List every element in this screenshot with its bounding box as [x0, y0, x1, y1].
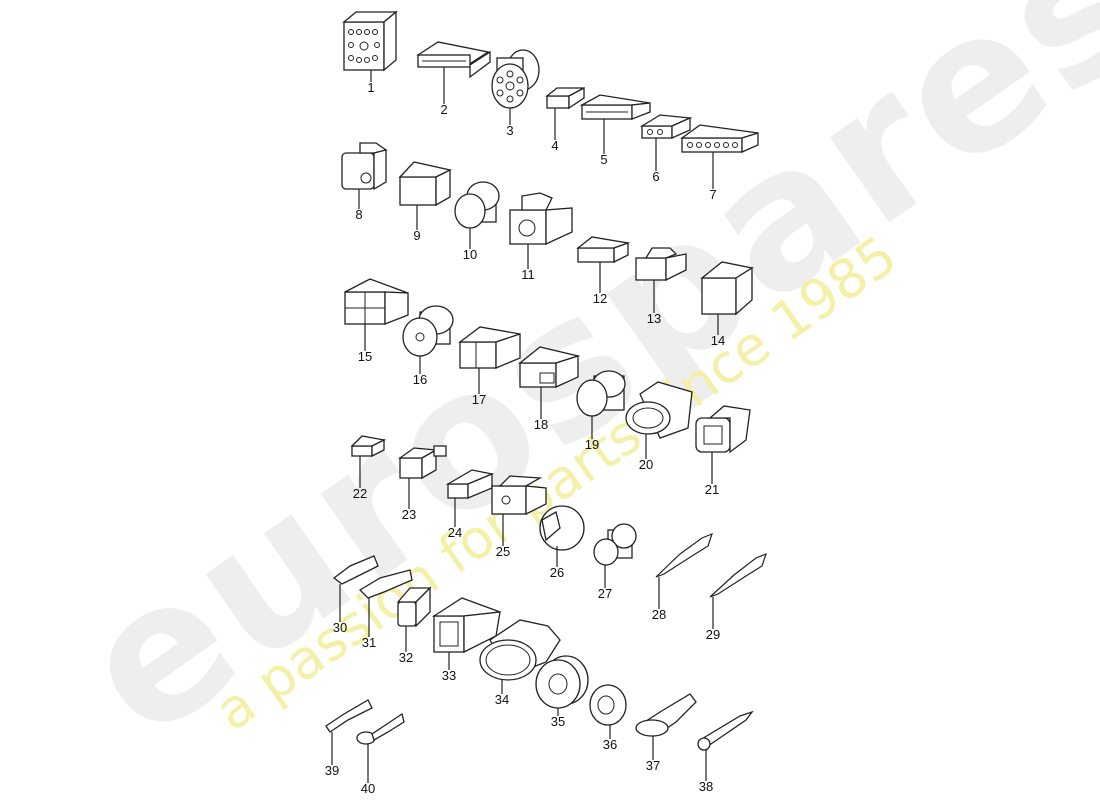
callout-17: 17 [471, 392, 487, 407]
callout-16: 16 [412, 372, 428, 387]
callout-27: 27 [597, 586, 613, 601]
callout-28: 28 [651, 607, 667, 622]
callout-36: 36 [602, 737, 618, 752]
callout-19: 19 [584, 437, 600, 452]
part-2-icon [416, 41, 491, 104]
callout-1: 1 [367, 80, 375, 95]
part-34-icon [479, 619, 561, 694]
part-21-icon [695, 405, 751, 484]
callout-12: 12 [592, 291, 608, 306]
callout-33: 33 [441, 668, 457, 683]
callout-10: 10 [462, 247, 478, 262]
callout-34: 34 [494, 692, 510, 707]
part-26-icon [539, 505, 585, 567]
callout-15: 15 [357, 349, 373, 364]
part-24-icon [445, 469, 495, 527]
part-29-icon [709, 552, 767, 629]
part-39-icon [325, 699, 373, 765]
callout-38: 38 [698, 779, 714, 794]
part-31-icon [358, 569, 413, 637]
part-20-icon [625, 381, 693, 459]
callout-20: 20 [638, 457, 654, 472]
part-25-icon [491, 475, 547, 546]
part-27-icon [593, 523, 637, 588]
callout-2: 2 [440, 102, 448, 117]
part-4-icon [545, 86, 585, 140]
callout-37: 37 [645, 758, 661, 773]
callout-39: 39 [324, 763, 340, 778]
part-11-icon [509, 192, 573, 269]
part-19-icon [576, 370, 626, 439]
callout-13: 13 [646, 311, 662, 326]
callout-40: 40 [360, 781, 376, 796]
part-16-icon [402, 305, 454, 374]
callout-30: 30 [332, 620, 348, 635]
callout-8: 8 [355, 207, 363, 222]
callout-18: 18 [533, 417, 549, 432]
callout-11: 11 [521, 267, 535, 282]
part-37-icon [635, 693, 697, 760]
part-12-icon [576, 236, 631, 293]
part-9-icon [398, 161, 452, 230]
part-18-icon [518, 346, 581, 419]
callout-5: 5 [600, 152, 608, 167]
callout-3: 3 [506, 123, 514, 138]
part-33-icon [431, 597, 501, 670]
part-36-icon [589, 684, 627, 739]
callout-31: 31 [361, 635, 377, 650]
part-5-icon [579, 94, 651, 154]
part-40-icon [356, 712, 405, 783]
part-3-icon [491, 49, 540, 125]
callout-9: 9 [413, 228, 421, 243]
part-7-icon [679, 124, 759, 189]
part-10-icon [454, 181, 500, 249]
part-13-icon [635, 247, 687, 313]
part-32-icon [396, 586, 432, 652]
part-28-icon [655, 532, 713, 609]
part-17-icon [458, 326, 521, 394]
part-22-icon [350, 435, 387, 488]
callout-4: 4 [551, 138, 559, 153]
callout-32: 32 [398, 650, 414, 665]
callout-26: 26 [549, 565, 565, 580]
part-8-icon [341, 142, 388, 209]
callout-24: 24 [447, 525, 463, 540]
callout-29: 29 [705, 627, 721, 642]
part-15-icon [344, 278, 409, 351]
callout-14: 14 [710, 333, 726, 348]
callout-22: 22 [352, 486, 368, 501]
part-38-icon [697, 710, 754, 781]
part-6-icon [639, 114, 693, 171]
part-14-icon [700, 261, 754, 335]
callout-6: 6 [652, 169, 660, 184]
part-1-icon [342, 10, 398, 82]
callout-35: 35 [550, 714, 566, 729]
part-23-icon [397, 445, 447, 509]
part-35-icon [535, 655, 589, 716]
callout-25: 25 [495, 544, 511, 559]
callout-23: 23 [401, 507, 417, 522]
callout-21: 21 [704, 482, 720, 497]
callout-7: 7 [709, 187, 717, 202]
part-30-icon [332, 555, 379, 622]
